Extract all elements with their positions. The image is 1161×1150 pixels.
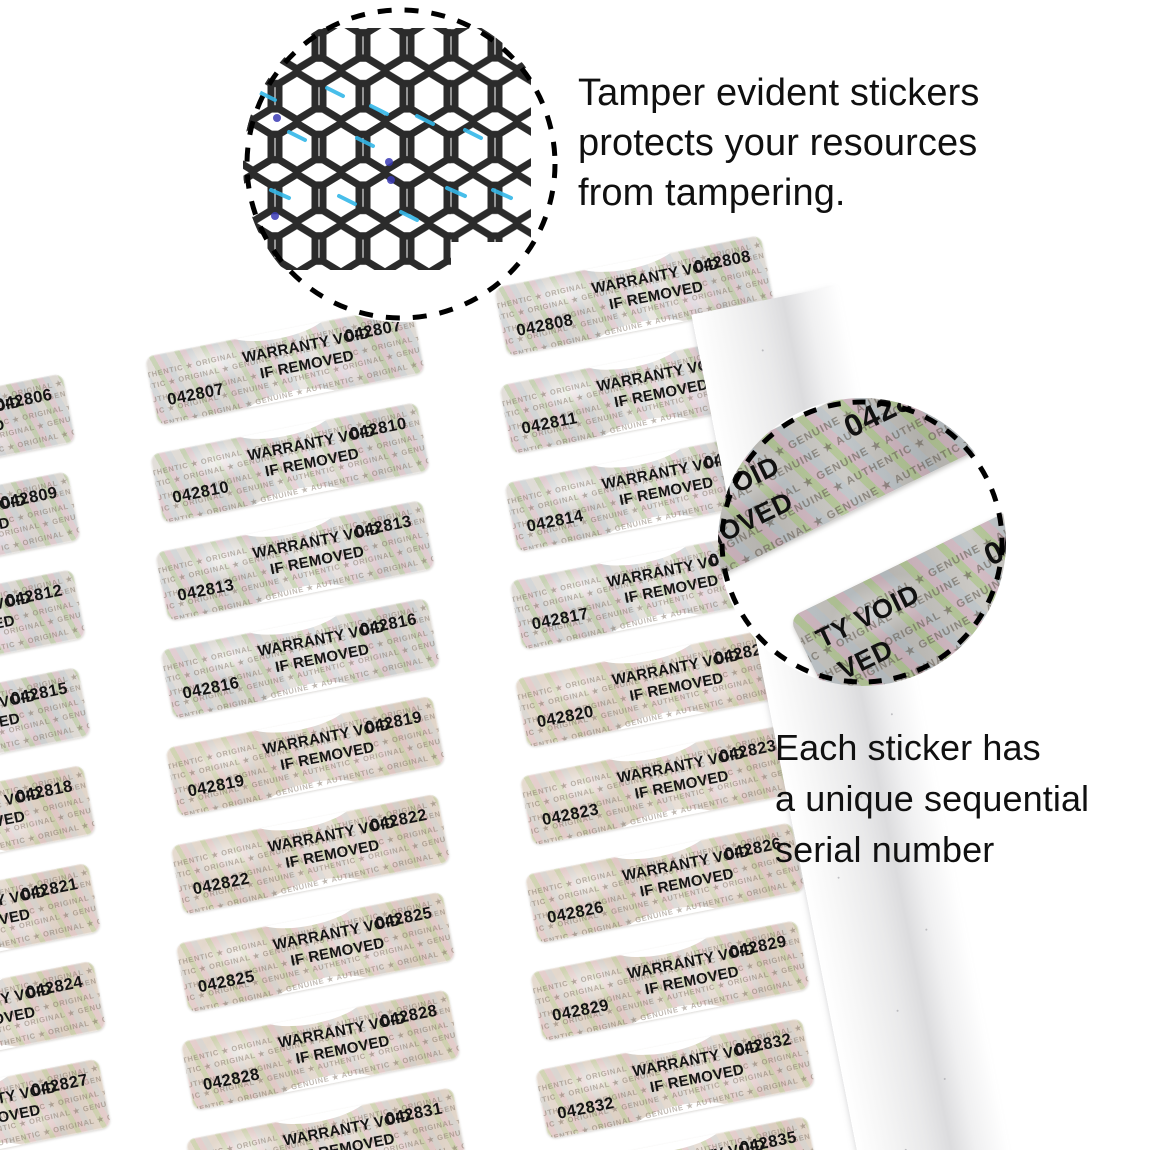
sticker-serial-right: 042832 [733,1030,794,1060]
sticker-serial-left: 042832 [555,1094,616,1123]
sticker-serial-left: 042822 [191,869,252,899]
sticker-if-removed-line: IF REMOVED [0,905,32,941]
warranty-void-sticker: AUTHENTIC ★ ORIGINAL ★ GENUINE ★ AUTHENT… [159,597,441,720]
honeycomb-void-pattern [243,20,559,270]
warranty-void-sticker: AUTHENTIC ★ ORIGINAL ★ GENUINE ★ AUTHENT… [534,1017,816,1140]
warranty-void-sticker: AUTHENTIC ★ ORIGINAL ★ GENUINE ★ AUTHENT… [519,724,800,846]
callout-line: Tamper evident stickers [578,72,980,114]
sticker-serial-right: 042831 [384,1099,445,1129]
sticker-serial-right: 042835 [738,1128,799,1150]
paper-fleck [925,928,928,931]
sticker-serial-left: 042814 [525,506,586,536]
sticker-serial-right: 042822 [368,805,429,835]
sticker-serial-left: 042826 [545,898,606,928]
callout-line: from tampering. [578,172,846,214]
sticker-serial-left: 042810 [170,478,231,507]
serial-number-callout: Each sticker has a unique sequential ser… [775,722,1089,875]
callout-line: Each sticker has [775,727,1041,768]
paper-fleck [761,349,764,352]
sticker-if-removed-line: IF REMOVED [0,1101,42,1137]
callout-line: serial number [775,829,995,870]
sticker-serial-right: 042812 [4,581,65,611]
honeycomb-magnifier [243,6,559,322]
sticker-serial-right: 042825 [373,903,434,933]
sticker-serial-right: 042815 [9,679,70,709]
sticker-serial-right: 042808 [692,247,753,277]
sticker-if-removed-line: IF REMOVED [0,807,27,843]
sticker-serial-left: 042813 [175,575,236,605]
sticker-if-removed-line: IF REMOVED [0,514,12,549]
callout-line: a unique sequential [775,778,1090,819]
sticker-serial-right: 042816 [358,610,419,639]
sticker-serial-right: 042810 [348,414,409,444]
sticker-serial-right: 042819 [363,707,424,737]
warranty-void-sticker: AUTHENTIC ★ ORIGINAL ★ GENUINE ★ AUTHENT… [0,1058,112,1150]
sticker-serial-left: 042829 [550,996,611,1025]
warranty-void-sticker: AUTHENTIC ★ ORIGINAL ★ GENUINE ★ AUTHENT… [180,989,461,1111]
paper-fleck [837,876,840,879]
warranty-void-sticker: AUTHENTIC ★ ORIGINAL ★ GENUINE ★ AUTHENT… [154,499,436,622]
warranty-void-sticker: AUTHENTIC ★ ORIGINAL ★ GENUINE ★ AUTHENT… [529,919,811,1042]
warranty-void-sticker: AUTHENTIC ★ ORIGINAL ★ GENUINE ★ AUTHENT… [149,401,431,524]
sticker-serial-left: 042819 [186,771,247,801]
sticker-if-removed-line: IF REMOVED [0,416,7,451]
sticker-serial-left: 042817 [530,604,591,634]
sticker-if-removed-line: IF REMOVED [0,710,22,745]
sticker-if-removed-line: IF REMOVED [0,1003,37,1039]
sticker-serial-left: 042808 [514,311,575,340]
sticker-serial-right: 042828 [379,1001,439,1031]
sticker-serial-right: 042809 [0,483,60,513]
sticker-serial-right: 042824 [24,972,85,1002]
warranty-void-sticker: AUTHENTIC ★ ORIGINAL ★ GENUINE ★ AUTHENT… [170,793,451,915]
sticker-serial-right: 042827 [29,1070,90,1100]
sticker-serial-right: 042823 [718,736,778,766]
sticker-serial-left: 042820 [535,702,596,732]
sticker-serial-left: 042807 [165,380,226,410]
sticker-serial-left: 042816 [181,673,241,703]
serial-magnifier: AUTHENTIC ★ ORIGINAL ★ GENUINE ★ AUTHENT… [718,398,1006,686]
sticker-serial-right: 042806 [0,385,54,415]
callout-line: protects your resources [578,122,978,164]
sticker-serial-left: 042828 [201,1065,262,1095]
warranty-void-sticker: AUTHENTIC ★ ORIGINAL ★ GENUINE ★ AUTHENT… [524,822,805,944]
warranty-void-sticker: AUTHENTIC ★ ORIGINAL ★ GENUINE ★ AUTHENT… [144,303,426,426]
paper-fleck [943,1077,946,1081]
sticker-serial-left: 042825 [196,967,257,997]
warranty-void-sticker: AUTHENTIC ★ ORIGINAL ★ GENUINE ★ AUTHENT… [514,626,795,748]
sticker-serial-right: 042813 [353,512,414,542]
sticker-serial-right: 042818 [14,777,75,806]
warranty-void-sticker: AUTHENTIC ★ ORIGINAL ★ GENUINE ★ AUTHENT… [175,891,456,1013]
sticker-if-removed-line: IF REMOVED [0,612,17,647]
warranty-void-sticker: AUTHENTIC ★ ORIGINAL ★ GENUINE ★ AUTHENT… [165,695,446,817]
paper-fleck [896,1009,899,1012]
sticker-serial-right: 042829 [728,932,789,962]
paper-fleck [890,713,894,716]
sticker-serial-left: 042811 [520,409,580,438]
tamper-evident-callout: Tamper evident stickers protects your re… [578,68,979,218]
sticker-serial-left: 042823 [540,800,601,830]
sticker-serial-right: 042821 [19,875,80,904]
